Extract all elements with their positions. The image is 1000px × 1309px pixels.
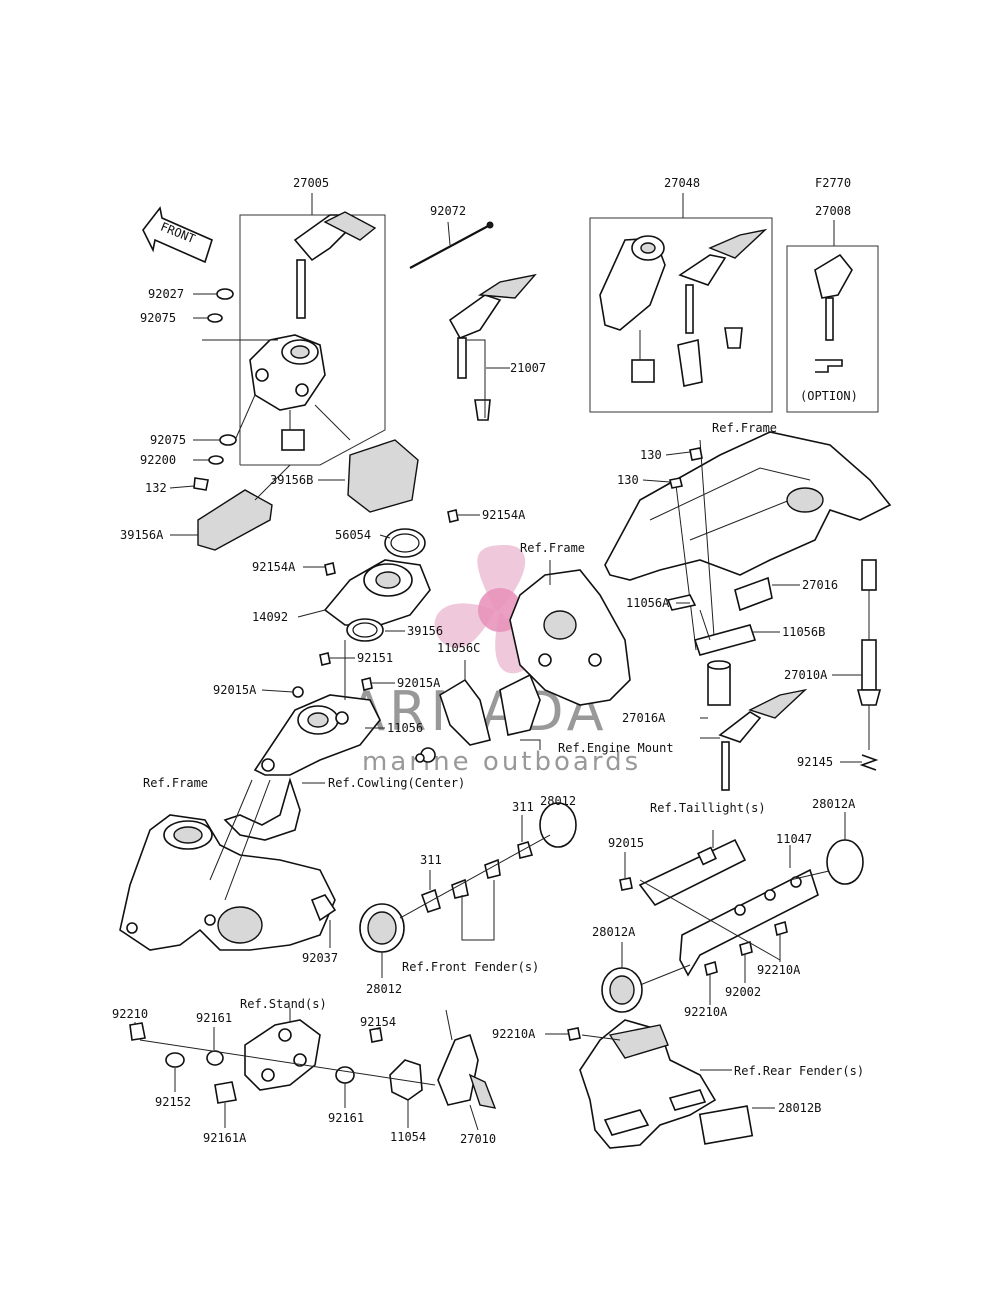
label-11056B: 11056B [782,625,825,639]
label-28012A: 28012A [812,797,856,811]
label-92161: 92161 [328,1111,364,1125]
label-28012B: 28012B [778,1101,821,1115]
frame-left [119,777,337,951]
label-92152: 92152 [155,1095,191,1109]
label-ref-frame-mid: Ref.Frame [520,541,585,555]
label-92200: 92200 [140,453,176,467]
label-option: (OPTION) [800,389,858,403]
label-ref-rear-fender: Ref.Rear Fender(s) [734,1064,864,1078]
label-39156: 39156 [407,624,443,638]
label-21007: 21007 [510,361,546,375]
label-92027: 92027 [148,287,184,301]
label-27010A: 27010A [784,668,828,682]
label-311: 311 [420,853,442,867]
label-92072: 92072 [430,204,466,218]
label-27008: 27008 [815,204,851,218]
key-set-27008 [786,220,879,413]
label-92210A: 92210A [492,1027,536,1041]
label-39156A: 39156A [120,528,164,542]
label-ref-front-fender: Ref.Front Fender(s) [402,960,539,974]
label-92002: 92002 [725,985,761,999]
label-92161A: 92161A [203,1131,247,1145]
label-92151: 92151 [357,651,393,665]
lock-set-27048 [589,193,773,413]
label-39156B: 39156B [270,473,313,487]
label-92154: 92154 [360,1015,396,1029]
label-11056: 11056 [387,721,423,735]
steering-head-parts [253,509,459,776]
label-11047: 11047 [776,832,812,846]
stand-switch-parts [129,1008,497,1109]
sensor-27010A [856,559,882,771]
label-11054: 11054 [390,1130,426,1144]
label-ref-stand: Ref.Stand(s) [240,997,327,1011]
license-bracket-11047 [601,830,864,1013]
label-92015A: 92015A [213,683,257,697]
label-92075: 92075 [150,433,186,447]
label-27005: 27005 [293,176,329,190]
label-28012: 28012 [366,982,402,996]
label-14092: 14092 [252,610,288,624]
label-ref-frame-left: Ref.Frame [143,776,208,790]
label-27016: 27016 [802,578,838,592]
label-27010: 27010 [460,1132,496,1146]
label-311: 311 [512,800,534,814]
washers-left [193,288,237,491]
label-27016A: 27016A [622,711,666,725]
reflector-front-parts [359,802,577,953]
frame-top-right [604,431,892,651]
part-labels: 27005 92072 27048 F2770 27008 92027 9207… [112,176,864,1146]
label-92210A: 92210A [684,1005,728,1019]
label-92154A: 92154A [482,508,526,522]
key-blank-21007 [448,273,537,421]
label-F2770: F2770 [815,176,851,190]
label-130: 130 [617,473,639,487]
ignition-switch-set-27005 [202,193,386,466]
cover-39156A [197,464,291,551]
label-11056C: 11056C [437,641,480,655]
label-92015: 92015 [608,836,644,850]
label-92075: 92075 [140,311,176,325]
rear-fender [567,1019,754,1149]
cable-tie-92072 [409,221,494,269]
label-ref-taillight: Ref.Taillight(s) [650,801,766,815]
switch-bracket-27016 [666,576,773,656]
bracket-11056C [415,660,541,763]
watermark-tagline: marine outboards [362,747,641,777]
label-27048: 27048 [664,176,700,190]
label-92210: 92210 [112,1007,148,1021]
label-132: 132 [145,481,167,495]
label-ref-engine-mount: Ref.Engine Mount [558,741,674,755]
label-92015A: 92015A [397,676,441,690]
label-92037: 92037 [302,951,338,965]
frame-middle [509,560,631,706]
label-11056A: 11056A [626,596,670,610]
label-92145: 92145 [797,755,833,769]
label-ref-cowling: Ref.Cowling(Center) [328,776,465,790]
label-56054: 56054 [335,528,371,542]
label-28012: 28012 [540,794,576,808]
label-92154A: 92154A [252,560,296,574]
label-92161: 92161 [196,1011,232,1025]
front-arrow-icon: FRONT [142,206,213,264]
label-130: 130 [640,448,662,462]
label-28012A: 28012A [592,925,636,939]
switch-27016A [700,660,808,791]
label-92210A: 92210A [757,963,801,977]
cover-39156B [314,404,419,513]
leader-lines [134,293,862,1131]
label-ref-frame-top: Ref.Frame [712,421,777,435]
